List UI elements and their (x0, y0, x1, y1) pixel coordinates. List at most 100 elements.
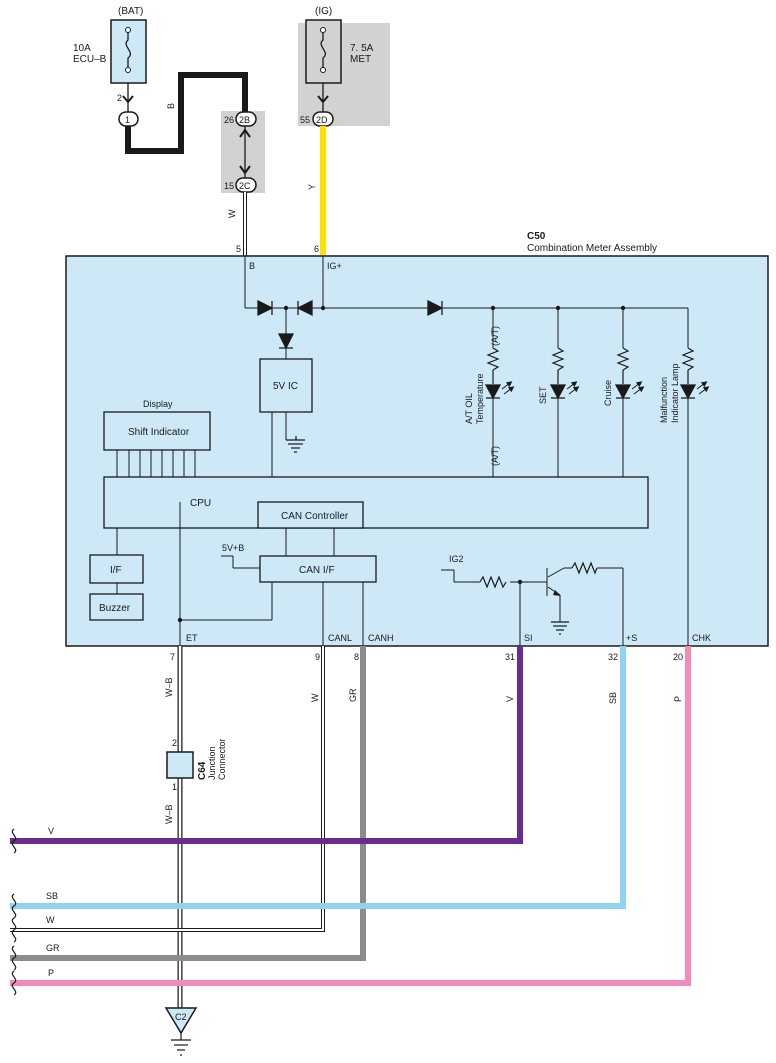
pin-chk-name: CHK (692, 633, 711, 643)
meter-code: C50 (527, 231, 546, 242)
ig2-label: IG2 (449, 554, 464, 564)
left-wire-sb: SB (46, 891, 58, 901)
pin-si-name: SI (524, 633, 533, 643)
display-label: Display (143, 399, 173, 409)
diode-ig (296, 299, 313, 317)
pin-s-name: +S (626, 633, 637, 643)
pin-canh-name: CANH (368, 633, 394, 643)
lamp-at-oil: A/T OIL (464, 393, 474, 424)
pin-b-num: 5 (236, 244, 241, 254)
pin-s-num: 32 (608, 652, 618, 662)
c64-name-2: Connector (217, 738, 227, 780)
ic-5v-label: 5V IC (273, 381, 298, 392)
junction-lower-label: 2C (239, 181, 251, 191)
bat-fuse-amp: 10A (73, 43, 91, 54)
transistor-resistors (479, 561, 598, 589)
c64-wire-below: W–B (164, 804, 174, 824)
wire-chk-label: P (673, 696, 683, 702)
left-wire-w: W (46, 915, 55, 925)
shift-indicator-box (103, 411, 211, 451)
diode-ic (277, 333, 295, 350)
pin-chk-num: 20 (673, 652, 683, 662)
ig-fuse-amp: 7. 5A (350, 43, 374, 54)
wire-si-label: V (505, 696, 515, 702)
c64-box (166, 751, 194, 779)
lamp-at-tag-bottom: (A/T) (490, 446, 500, 466)
lamp-mil: Malfunction (659, 377, 669, 423)
bat-fuse-name: ECU–B (73, 54, 107, 65)
c64-pin-bottom: 1 (172, 782, 177, 792)
bat-label: (BAT) (118, 6, 143, 17)
pin-et-name: ET (186, 633, 198, 643)
wire-canl-label: W (310, 693, 320, 702)
lamp-set: SET (538, 386, 548, 404)
left-wire-p: P (48, 968, 54, 978)
wire-s (10, 646, 626, 909)
junction-lower-pin: 15 (224, 181, 234, 191)
left-wire-v: V (48, 826, 54, 836)
pin-canl-name: CANL (328, 633, 352, 643)
if-box (89, 554, 144, 584)
wire-b (125, 72, 248, 154)
c64-name-1: Junction (207, 746, 217, 780)
pin-canl-num: 9 (315, 652, 320, 662)
wire-s-label: SB (608, 692, 618, 704)
ig-fuse-icon (320, 30, 327, 70)
if-label: I/F (110, 565, 122, 576)
transistor-ground-icon (551, 621, 569, 635)
shift-indicator-label: Shift Indicator (128, 427, 190, 438)
wire-w-top-label: W (227, 209, 237, 218)
junction-upper-connector (235, 111, 257, 127)
lamp-resistors (486, 347, 695, 384)
junction-upper-pin: 26 (224, 115, 234, 125)
wire-et-label: W–B (164, 677, 174, 697)
wire-break-marks (11, 828, 17, 996)
pin-si-num: 31 (505, 652, 515, 662)
lamp-at-oil-temp: Temperature (475, 373, 485, 424)
wire-chk (10, 646, 691, 986)
wire-b-label: B (166, 103, 176, 109)
ig-connector-label: 2D (316, 115, 328, 125)
ground-icon (171, 1033, 191, 1056)
pin-ig-name: IG+ (327, 261, 342, 271)
pin-b-name: B (249, 261, 255, 271)
buzzer-label: Buzzer (99, 603, 131, 614)
wire-canh-label: GR (348, 688, 358, 702)
diode-lamps (427, 299, 444, 317)
meter-name: Combination Meter Assembly (527, 243, 657, 254)
ig-fuse-name: MET (350, 54, 371, 65)
can-controller-box (257, 501, 364, 529)
c64-code: C64 (197, 761, 208, 780)
transistor-arrow (553, 590, 561, 596)
lamp-at-tag-top: (A/T) (490, 326, 500, 346)
meter-assembly (65, 255, 769, 647)
junction-upper-label: 2B (239, 115, 250, 125)
cpu-box (103, 476, 649, 529)
meter-internal-wiring (244, 256, 689, 646)
left-wire-gr: GR (46, 943, 60, 953)
ground-c2-label: C2 (175, 1012, 187, 1022)
cpu-label: CPU (190, 498, 211, 509)
pin-et-num: 7 (170, 652, 175, 662)
lamp-mil-2: Indicator Lamp (670, 363, 680, 423)
can-if-label: CAN I/F (299, 565, 335, 576)
buzzer-box (89, 593, 144, 621)
ig-label: (IG) (315, 6, 332, 17)
wire-si (10, 646, 523, 844)
v5b-label: 5V+B (222, 543, 244, 553)
can-if-box (259, 555, 377, 583)
pin-canh-num: 8 (354, 652, 359, 662)
ig-pin: 55 (300, 115, 310, 125)
display-bus-lines (116, 450, 196, 477)
ic-ground-icon (286, 436, 305, 453)
c64-pin-top: 2 (172, 738, 177, 748)
lamp-light-arrows (501, 381, 710, 395)
wire-canh (10, 646, 366, 961)
ground-c2-triangle (164, 1007, 198, 1035)
bat-pin: 2 (117, 93, 122, 103)
lamp-cruise: Cruise (603, 380, 613, 406)
lamp-led-icons (484, 384, 697, 400)
ic-5v-box (259, 358, 313, 413)
can-controller-label: CAN Controller (281, 511, 349, 522)
